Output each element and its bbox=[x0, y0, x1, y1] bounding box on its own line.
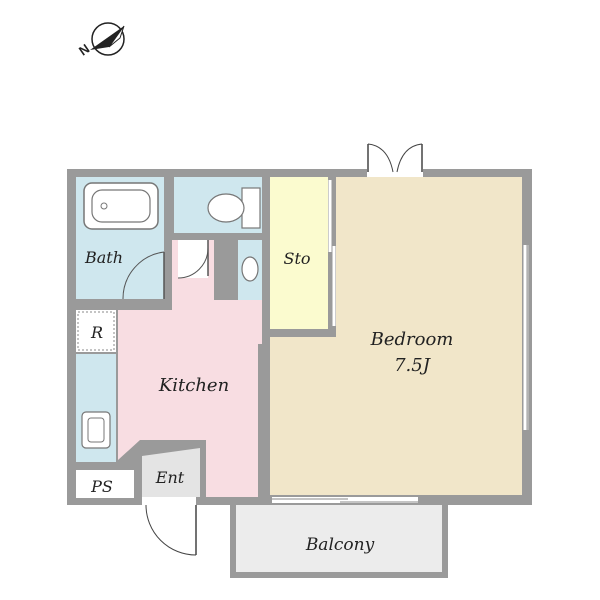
bathtub-icon bbox=[83, 182, 159, 230]
bedroom-french-window bbox=[367, 143, 423, 177]
bath-door bbox=[122, 251, 165, 300]
pipe-space bbox=[76, 470, 134, 498]
balcony-sliding-doors bbox=[272, 497, 418, 503]
kitchen-label: Kitchen bbox=[158, 375, 229, 396]
storage-label: Sto bbox=[283, 249, 310, 268]
bedroom-window-right bbox=[523, 245, 529, 430]
refrigerator-label: R bbox=[90, 323, 103, 342]
bath-label: Bath bbox=[84, 248, 123, 267]
bedroom-size-label: 7.5J bbox=[394, 355, 432, 376]
toilet-icon bbox=[207, 187, 261, 229]
kitchen-room bbox=[118, 240, 262, 497]
compass-north-letter: N bbox=[76, 41, 92, 59]
entrance-room bbox=[142, 448, 200, 497]
sink-icon bbox=[81, 411, 111, 449]
entrance-door[interactable] bbox=[142, 497, 197, 556]
refrigerator-outline bbox=[77, 311, 115, 351]
entrance-label: Ent bbox=[155, 468, 185, 487]
balcony-label: Balcony bbox=[305, 535, 375, 555]
bedroom-label: Bedroom bbox=[370, 329, 454, 350]
bedroom-room bbox=[270, 177, 522, 495]
balcony bbox=[230, 502, 448, 578]
toilet-door bbox=[177, 240, 209, 279]
washbasin-icon bbox=[241, 256, 259, 282]
pipe-space-label: PS bbox=[90, 477, 113, 496]
storage-doors bbox=[328, 180, 336, 326]
refrigerator-space bbox=[76, 310, 116, 352]
storage-room bbox=[270, 177, 328, 329]
compass: N bbox=[76, 22, 125, 59]
north-arrow-icon bbox=[90, 22, 125, 56]
